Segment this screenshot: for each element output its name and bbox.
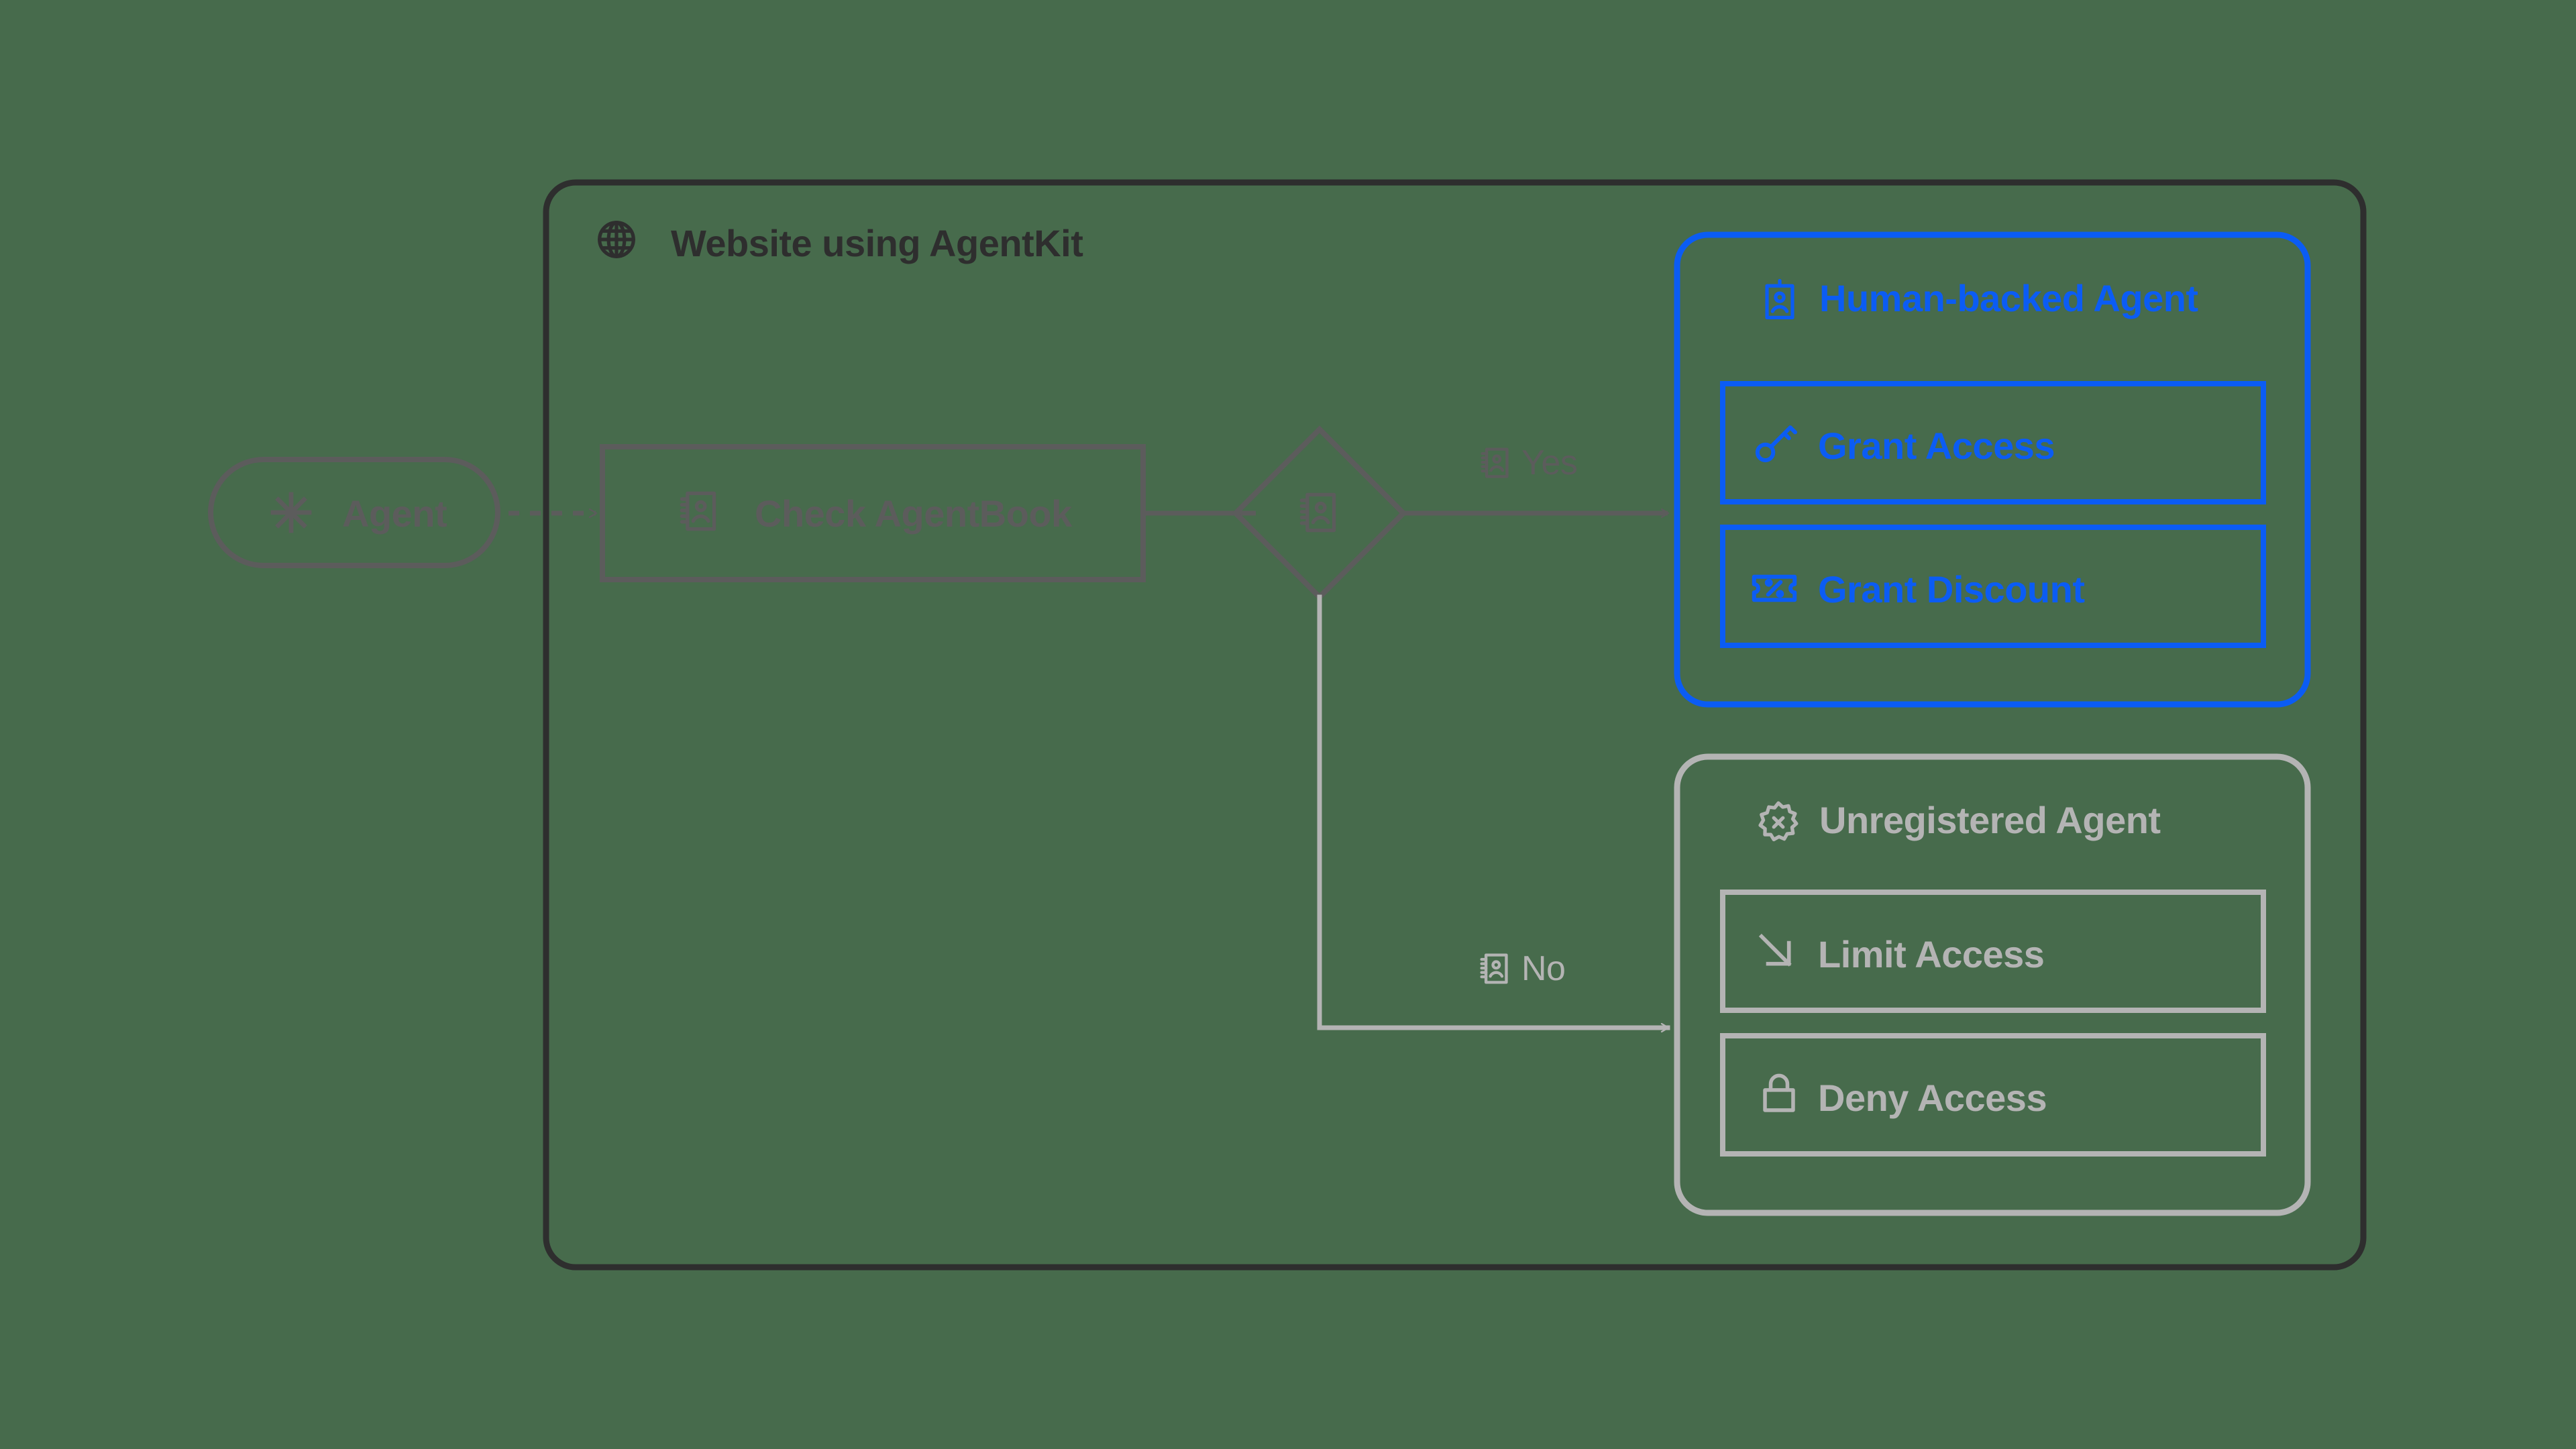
- grant-access-box[interactable]: [1720, 381, 2266, 504]
- address-book-icon: [1480, 953, 1508, 984]
- badge-x-icon: [1758, 801, 1799, 842]
- limit-access-box[interactable]: [1720, 890, 2266, 1013]
- deny-access-label: Deny Access: [1818, 1077, 2047, 1119]
- unregistered-agent-group-title: Unregistered Agent: [1819, 799, 2161, 841]
- id-badge-icon: [1765, 278, 1794, 320]
- grant-access-label: Grant Access: [1818, 425, 2055, 467]
- unregistered-agent-group-frame[interactable]: [1674, 753, 2311, 1216]
- address-book-icon: [680, 491, 716, 531]
- grant-discount-box[interactable]: [1720, 525, 2266, 648]
- lock-icon: [1763, 1073, 1795, 1112]
- edge-label-yes: Yes: [1521, 443, 1578, 482]
- discount-ticket-icon: [1752, 574, 1797, 602]
- limit-access-label: Limit Access: [1818, 933, 2045, 975]
- globe-icon: [598, 221, 635, 258]
- edge-label-no: No: [1521, 949, 1566, 988]
- deny-access-box[interactable]: [1720, 1033, 2266, 1157]
- sparkle-icon: [270, 492, 312, 533]
- agent-node-label: Agent: [342, 492, 447, 535]
- arrow-down-right-icon: [1758, 933, 1792, 967]
- check-agentbook-node-label: Check AgentBook: [755, 492, 1072, 535]
- edge-no: [1317, 594, 1670, 1028]
- website-container-frame: [543, 179, 2367, 1271]
- grant-discount-label: Grant Discount: [1818, 568, 2085, 610]
- human-backed-agent-group-title: Human-backed Agent: [1819, 277, 2198, 319]
- address-book-icon: [1481, 447, 1509, 478]
- address-book-icon: [1299, 492, 1336, 533]
- human-backed-agent-group-frame[interactable]: [1674, 231, 2311, 708]
- agent-node-shape[interactable]: [208, 457, 500, 568]
- key-icon: [1755, 425, 1797, 463]
- container-title: Website using AgentKit: [671, 222, 1083, 264]
